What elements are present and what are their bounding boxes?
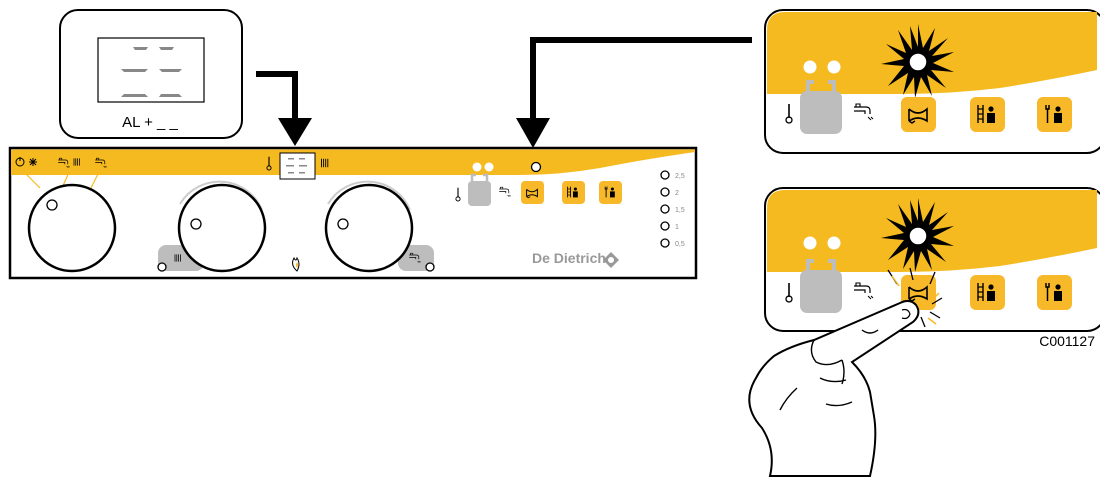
wrench-button[interactable] xyxy=(1037,97,1072,132)
panel-display xyxy=(266,152,329,180)
wrench-button[interactable] xyxy=(599,181,622,204)
status-leds xyxy=(472,161,542,173)
display-callout: AL + _ _ xyxy=(59,9,243,139)
brand-logo-icon xyxy=(603,252,619,268)
dhw-temperature-knob[interactable] xyxy=(324,180,435,273)
figure-code: C001127 xyxy=(1039,333,1095,349)
callout-arrow xyxy=(256,71,298,122)
pressure-scale: 2,5 2 1,5 1 0,5 xyxy=(660,170,685,248)
zoom-panel-press xyxy=(764,187,1100,332)
pressure-label: 0,5 xyxy=(675,241,685,248)
sensor-module-icon xyxy=(455,173,511,206)
sensor-module-icon xyxy=(800,259,842,313)
wrench-button[interactable] xyxy=(1037,275,1072,310)
pressure-label: 1,5 xyxy=(675,207,685,214)
ladder-button[interactable] xyxy=(970,275,1005,310)
power-snowflake-icon xyxy=(15,157,37,167)
heating-temperature-knob[interactable] xyxy=(157,180,267,273)
zoom-panel-alarm xyxy=(764,9,1100,154)
pressure-label: 2 xyxy=(675,190,679,197)
horn-button[interactable] xyxy=(521,181,544,204)
callout-label: AL + _ _ xyxy=(122,114,178,131)
segment-display-dashes xyxy=(121,47,182,97)
ladder-button[interactable] xyxy=(970,97,1005,132)
pointing-hand-icon xyxy=(748,299,920,477)
sensor-module-icon xyxy=(800,80,842,134)
press-highlight-lines xyxy=(887,267,943,328)
pressure-label: 2,5 xyxy=(675,173,685,180)
pressure-label: 1 xyxy=(675,224,679,231)
flame-icon xyxy=(292,256,300,272)
ladder-button[interactable] xyxy=(562,181,585,204)
horn-button[interactable] xyxy=(901,97,936,132)
zoom-arrow xyxy=(530,37,752,122)
mode-selector-knob[interactable] xyxy=(27,183,117,273)
brand-logo-text: De Dietrich xyxy=(532,250,606,266)
control-panel: De Dietrich 2,5 2 1,5 1 0,5 xyxy=(8,146,698,280)
panel-yellow-band xyxy=(11,149,695,175)
